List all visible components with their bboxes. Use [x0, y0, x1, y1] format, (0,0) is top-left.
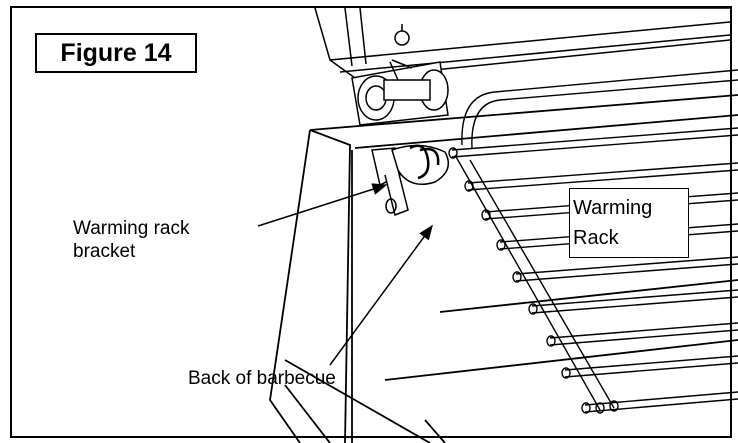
bracket-callout-line-2: bracket [73, 241, 136, 262]
hinge [351, 59, 449, 126]
barbecue-body [269, 94, 738, 443]
warming-rack-bracket [371, 144, 450, 217]
bracket-callout-line-1: Warming rack [73, 218, 190, 239]
bracket-leader-arrow [257, 183, 388, 227]
warming-rack-bracket-callout: Warming rack bracket [73, 217, 189, 263]
rack-callout-line-1: Warming [573, 197, 653, 219]
back-leader-arrow [329, 224, 433, 366]
warming-rack [448, 69, 738, 414]
figure-frame [10, 6, 732, 438]
hood-lid [314, 7, 731, 79]
rack-callout-line-2: Rack [573, 227, 619, 249]
figure-title: Figure 14 [35, 33, 197, 73]
back-of-barbecue-callout: Back of barbecue [188, 368, 336, 389]
warming-rack-callout: Warming Rack [569, 188, 689, 258]
